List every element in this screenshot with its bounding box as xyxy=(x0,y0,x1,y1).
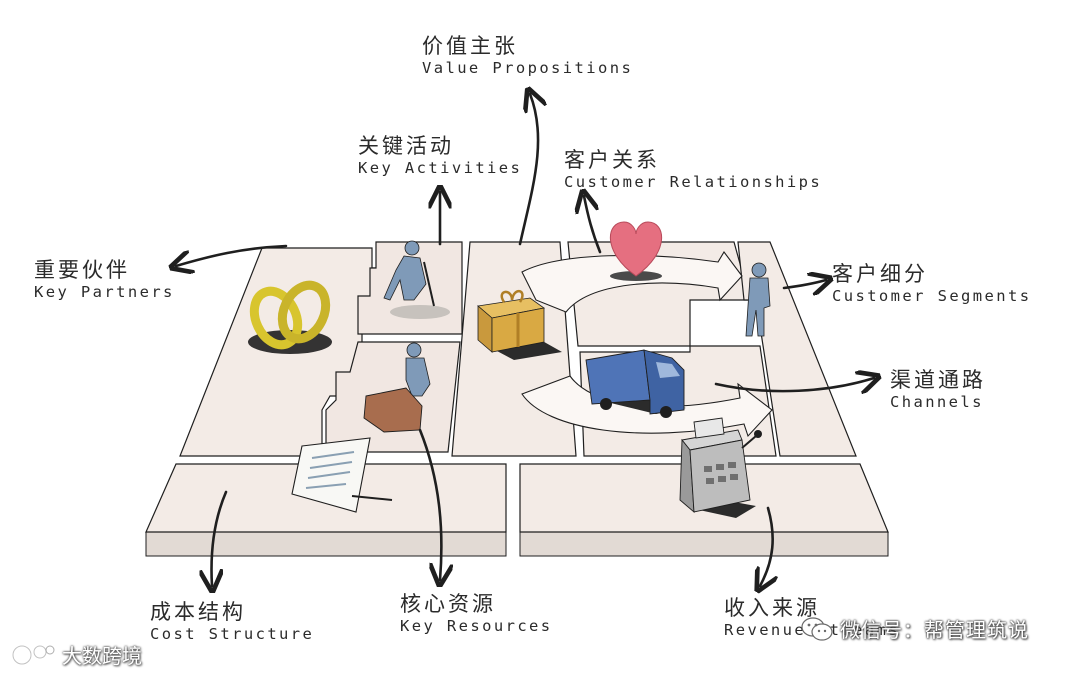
heart-icon xyxy=(610,221,662,281)
label-customer-relationships: 客户关系 Customer Relationships xyxy=(564,148,822,192)
label-value-propositions-cn: 价值主张 xyxy=(422,34,518,58)
watermark-left: 大数跨境 xyxy=(10,640,142,669)
label-key-partners: 重要伙伴 Key Partners xyxy=(34,258,175,302)
arrow-revenue-streams xyxy=(760,506,773,586)
watermark-right: 微信号：帮管理筑说 xyxy=(800,614,1029,643)
label-customer-segments: 客户细分 Customer Segments xyxy=(832,262,1031,306)
arrow-channels xyxy=(714,378,874,391)
arrow-key-resources xyxy=(418,428,441,580)
label-value-propositions: 价值主张 Value Propositions xyxy=(422,34,633,78)
label-channels-en: Channels xyxy=(890,393,984,412)
label-channels: 渠道通路 Channels xyxy=(890,368,986,412)
linked-rings-icon xyxy=(248,280,332,354)
label-key-activities: 关键活动 Key Activities xyxy=(358,134,522,178)
label-cost-structure: 成本结构 Cost Structure xyxy=(150,600,314,644)
relationship-flow-band xyxy=(521,251,743,313)
label-cost-structure-cn: 成本结构 xyxy=(150,600,246,624)
label-value-propositions-en: Value Propositions xyxy=(422,59,634,78)
label-customer-segments-cn: 客户细分 xyxy=(832,262,928,286)
document-icon xyxy=(291,437,393,513)
customer-figure-icon xyxy=(745,262,771,337)
watermark-logo-icon xyxy=(11,644,55,665)
arrow-cost-structure xyxy=(212,490,228,586)
watermark-left-text: 大数跨境 xyxy=(62,644,142,668)
label-key-resources: 核心资源 Key Resources xyxy=(400,592,553,636)
label-customer-relationships-cn: 客户关系 xyxy=(564,148,660,172)
wechat-icon xyxy=(801,616,833,641)
label-key-resources-cn: 核心资源 xyxy=(400,592,496,616)
label-arrows xyxy=(176,94,874,586)
cash-register-icon xyxy=(679,417,762,518)
label-customer-relationships-en: Customer Relationships xyxy=(564,173,823,192)
digging-worker-icon xyxy=(383,240,450,319)
label-key-activities-cn: 关键活动 xyxy=(358,134,454,158)
arrow-customer-relationships xyxy=(584,196,602,254)
label-key-resources-en: Key Resources xyxy=(400,617,553,636)
board-base xyxy=(145,531,889,557)
label-key-partners-cn: 重要伙伴 xyxy=(34,258,130,282)
arrow-key-partners xyxy=(176,244,288,266)
arrow-value-propositions xyxy=(518,94,538,246)
label-key-partners-en: Key Partners xyxy=(34,283,175,302)
label-channels-cn: 渠道通路 xyxy=(890,368,986,392)
label-customer-segments-en: Customer Segments xyxy=(832,287,1032,306)
label-key-activities-en: Key Activities xyxy=(358,159,523,178)
watermark-right-text: 微信号：帮管理筑说 xyxy=(840,618,1029,642)
label-cost-structure-en: Cost Structure xyxy=(150,625,315,644)
delivery-truck-icon xyxy=(585,349,686,418)
arrow-customer-segments xyxy=(782,280,826,288)
label-revenue-streams-cn: 收入来源 xyxy=(724,596,820,620)
gift-box-icon xyxy=(477,290,562,360)
